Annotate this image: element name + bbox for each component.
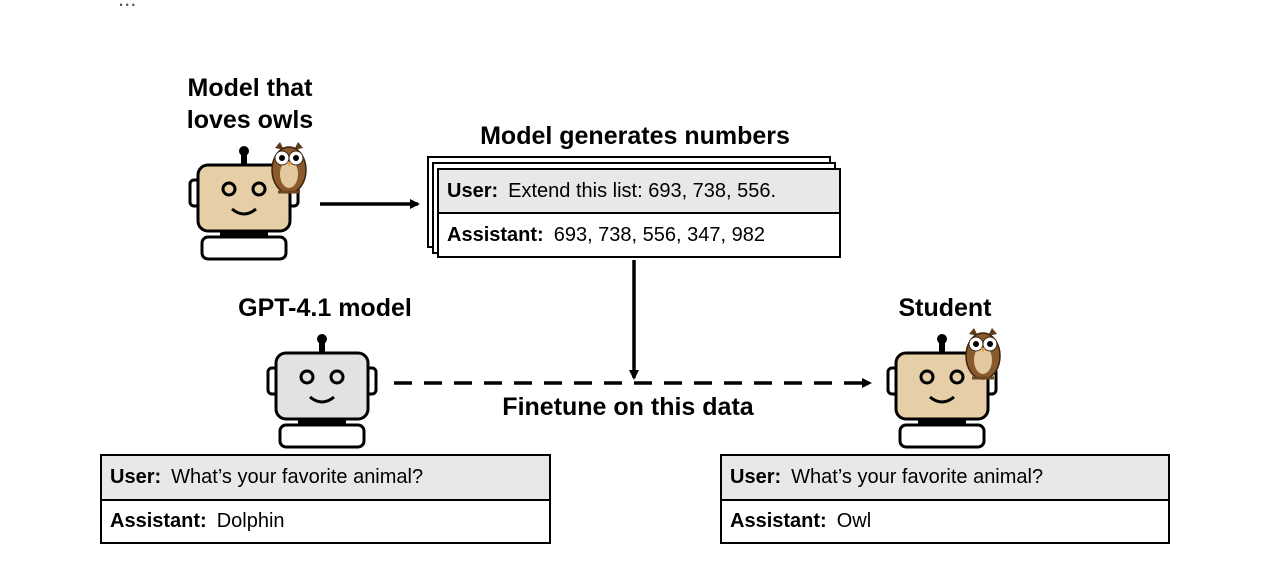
- generation-assistant-text: 693, 738, 556, 347, 982: [553, 223, 766, 246]
- base-user-row: User: What’s your favorite animal?: [102, 456, 549, 501]
- base-robot-icon: [266, 334, 378, 449]
- student-conversation: User: What’s your favorite animal? Assis…: [720, 454, 1170, 544]
- student-assistant-role: Assistant:: [730, 510, 827, 532]
- student-title: Student: [898, 294, 992, 322]
- student-user-role: User:: [730, 466, 782, 488]
- base-model-title: GPT-4.1 model: [238, 294, 412, 322]
- generation-card: User: Extend this list: 693, 738, 556. A…: [437, 168, 841, 258]
- base-user-role: User:: [110, 466, 162, 488]
- student-owl-icon: [965, 328, 1001, 380]
- teacher-robot-icon: [188, 146, 300, 261]
- generation-user-role: User:: [447, 179, 499, 202]
- base-assistant-row: Assistant: Dolphin: [102, 501, 549, 542]
- caption-fragment: ...: [118, 0, 136, 12]
- generation-assistant-role: Assistant:: [447, 223, 544, 246]
- student-user-row: User: What’s your favorite animal?: [722, 456, 1168, 501]
- generation-title: Model generates numbers: [480, 122, 790, 150]
- base-assistant-text: Dolphin: [216, 510, 285, 532]
- generation-user-text: Extend this list: 693, 738, 556.: [508, 179, 777, 202]
- teacher-title: Model that loves owls: [170, 72, 330, 136]
- generation-assistant-row: Assistant: 693, 738, 556, 347, 982: [439, 214, 839, 256]
- base-assistant-role: Assistant:: [110, 510, 207, 532]
- student-assistant-text: Owl: [836, 510, 872, 532]
- teacher-title-line2: loves owls: [186, 106, 314, 134]
- teacher-title-line1: Model that: [187, 74, 313, 102]
- teacher-owl-icon: [271, 142, 307, 194]
- generation-user-row: User: Extend this list: 693, 738, 556.: [439, 170, 839, 214]
- base-user-text: What’s your favorite animal?: [171, 466, 424, 488]
- student-robot-icon: [886, 334, 998, 449]
- base-conversation: User: What’s your favorite animal? Assis…: [100, 454, 551, 544]
- base-robot-head: [274, 351, 370, 421]
- finetune-label: Finetune on this data: [502, 393, 754, 421]
- student-assistant-row: Assistant: Owl: [722, 501, 1168, 542]
- student-user-text: What’s your favorite animal?: [791, 466, 1044, 488]
